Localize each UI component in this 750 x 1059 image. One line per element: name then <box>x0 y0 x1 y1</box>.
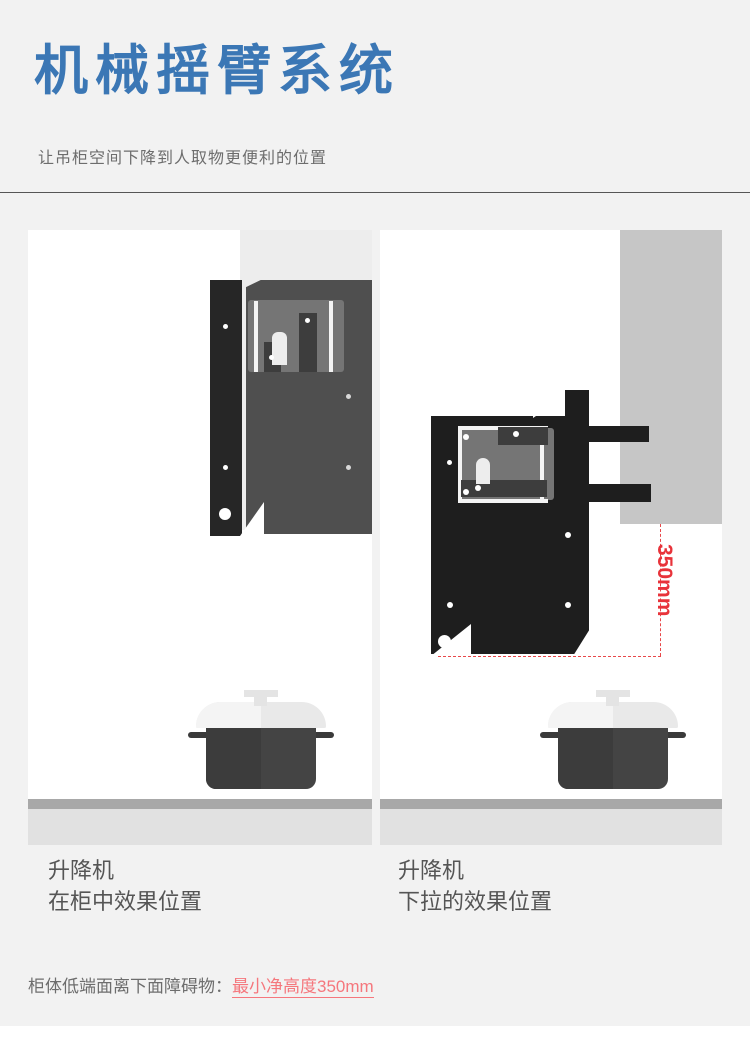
screw-right-bottom-large <box>438 635 451 648</box>
mechanism-rail-edge-bottom <box>458 499 548 503</box>
page-header: 机械摇臂系统 让吊柜空间下降到人取物更便利的位置 <box>0 0 750 193</box>
screw-plate-lower <box>223 465 228 470</box>
dimension-line-horizontal <box>438 656 661 657</box>
caption-left-line1: 升降机 <box>48 858 115 883</box>
screw-right-recess-tl <box>463 434 469 440</box>
pot-body-highlight <box>558 727 613 789</box>
mechanism-rail-left <box>254 301 258 372</box>
caption-right-line1: 升降机 <box>398 858 465 883</box>
mechanism-arm-long <box>299 313 317 372</box>
mechanism-rail-bottom-right <box>540 429 544 500</box>
dimension-line-vertical <box>660 524 661 656</box>
footnote-highlight: 最小净高度350mm <box>232 977 374 998</box>
screw-right-arm-long <box>513 431 519 437</box>
mechanism-piston-right <box>476 458 490 484</box>
header-divider <box>0 192 750 193</box>
bottom-strip <box>0 1026 750 1059</box>
screw-body-right-lower <box>346 465 351 470</box>
footnote: 柜体低端面离下面障碍物：最小净高度350mm <box>28 972 374 998</box>
page-title: 机械摇臂系统 <box>34 41 400 101</box>
pot-body-highlight <box>206 727 261 789</box>
lift-mechanism-retracted <box>206 256 372 548</box>
screw-right-body-lower-left <box>447 602 453 608</box>
screw-arm-short <box>269 355 274 360</box>
cooking-pot-left <box>188 690 334 790</box>
caption-right-line2: 下拉的效果位置 <box>398 889 553 915</box>
lift-mechanism-extended <box>425 390 675 680</box>
illustration-panels: 350mm <box>0 193 750 845</box>
pot-knob-bar <box>244 690 278 697</box>
screw-right-body-mid <box>565 532 571 538</box>
mechanism-upper-extension <box>565 390 589 450</box>
page-subtitle: 让吊柜空间下降到人取物更便利的位置 <box>38 150 328 167</box>
caption-left-line2: 在柜中效果位置 <box>48 889 203 915</box>
caption-lift-extended: 升降机 下拉的效果位置 <box>398 855 552 917</box>
mechanism-rail-right <box>329 301 333 372</box>
panel-lift-retracted <box>28 230 372 845</box>
screw-right-body-lower-right <box>565 602 571 608</box>
countertop-body-right <box>380 809 722 845</box>
panel-lift-extended: 350mm <box>380 230 722 845</box>
wall-block-right <box>620 230 722 524</box>
mechanism-link-arm-lower <box>589 484 651 502</box>
screw-plate-upper <box>223 324 228 329</box>
screw-right-arm-short <box>475 485 481 491</box>
cooking-pot-right <box>540 690 686 790</box>
mechanism-piston <box>272 332 287 365</box>
countertop-body-left <box>28 809 372 845</box>
mechanism-rail-top-right <box>458 429 462 500</box>
pot-handle-right <box>300 732 334 738</box>
screw-body-right-upper <box>346 394 351 399</box>
pot-lid-highlight <box>548 702 613 728</box>
caption-lift-retracted: 升降机 在柜中效果位置 <box>48 855 202 917</box>
screw-arm-long <box>305 318 310 323</box>
countertop-top-edge-left <box>28 799 372 809</box>
screw-right-recess-bl <box>463 489 469 495</box>
mechanism-link-arm-upper <box>589 426 649 442</box>
pot-handle-left <box>540 732 574 738</box>
footnote-prefix: 柜体低端面离下面障碍物： <box>28 977 232 996</box>
mechanism-arm-short-right <box>461 480 547 497</box>
pot-lid-highlight <box>196 702 261 728</box>
pot-handle-right <box>652 732 686 738</box>
screw-right-body-left <box>447 460 452 465</box>
pot-knob-bar <box>596 690 630 697</box>
screw-plate-bottom-large <box>219 508 231 520</box>
mechanism-side-plate <box>210 280 242 536</box>
countertop-top-edge-right <box>380 799 722 809</box>
pot-handle-left <box>188 732 222 738</box>
mechanism-arm-long-right <box>498 427 548 445</box>
dimension-label: 350mm <box>653 544 676 617</box>
